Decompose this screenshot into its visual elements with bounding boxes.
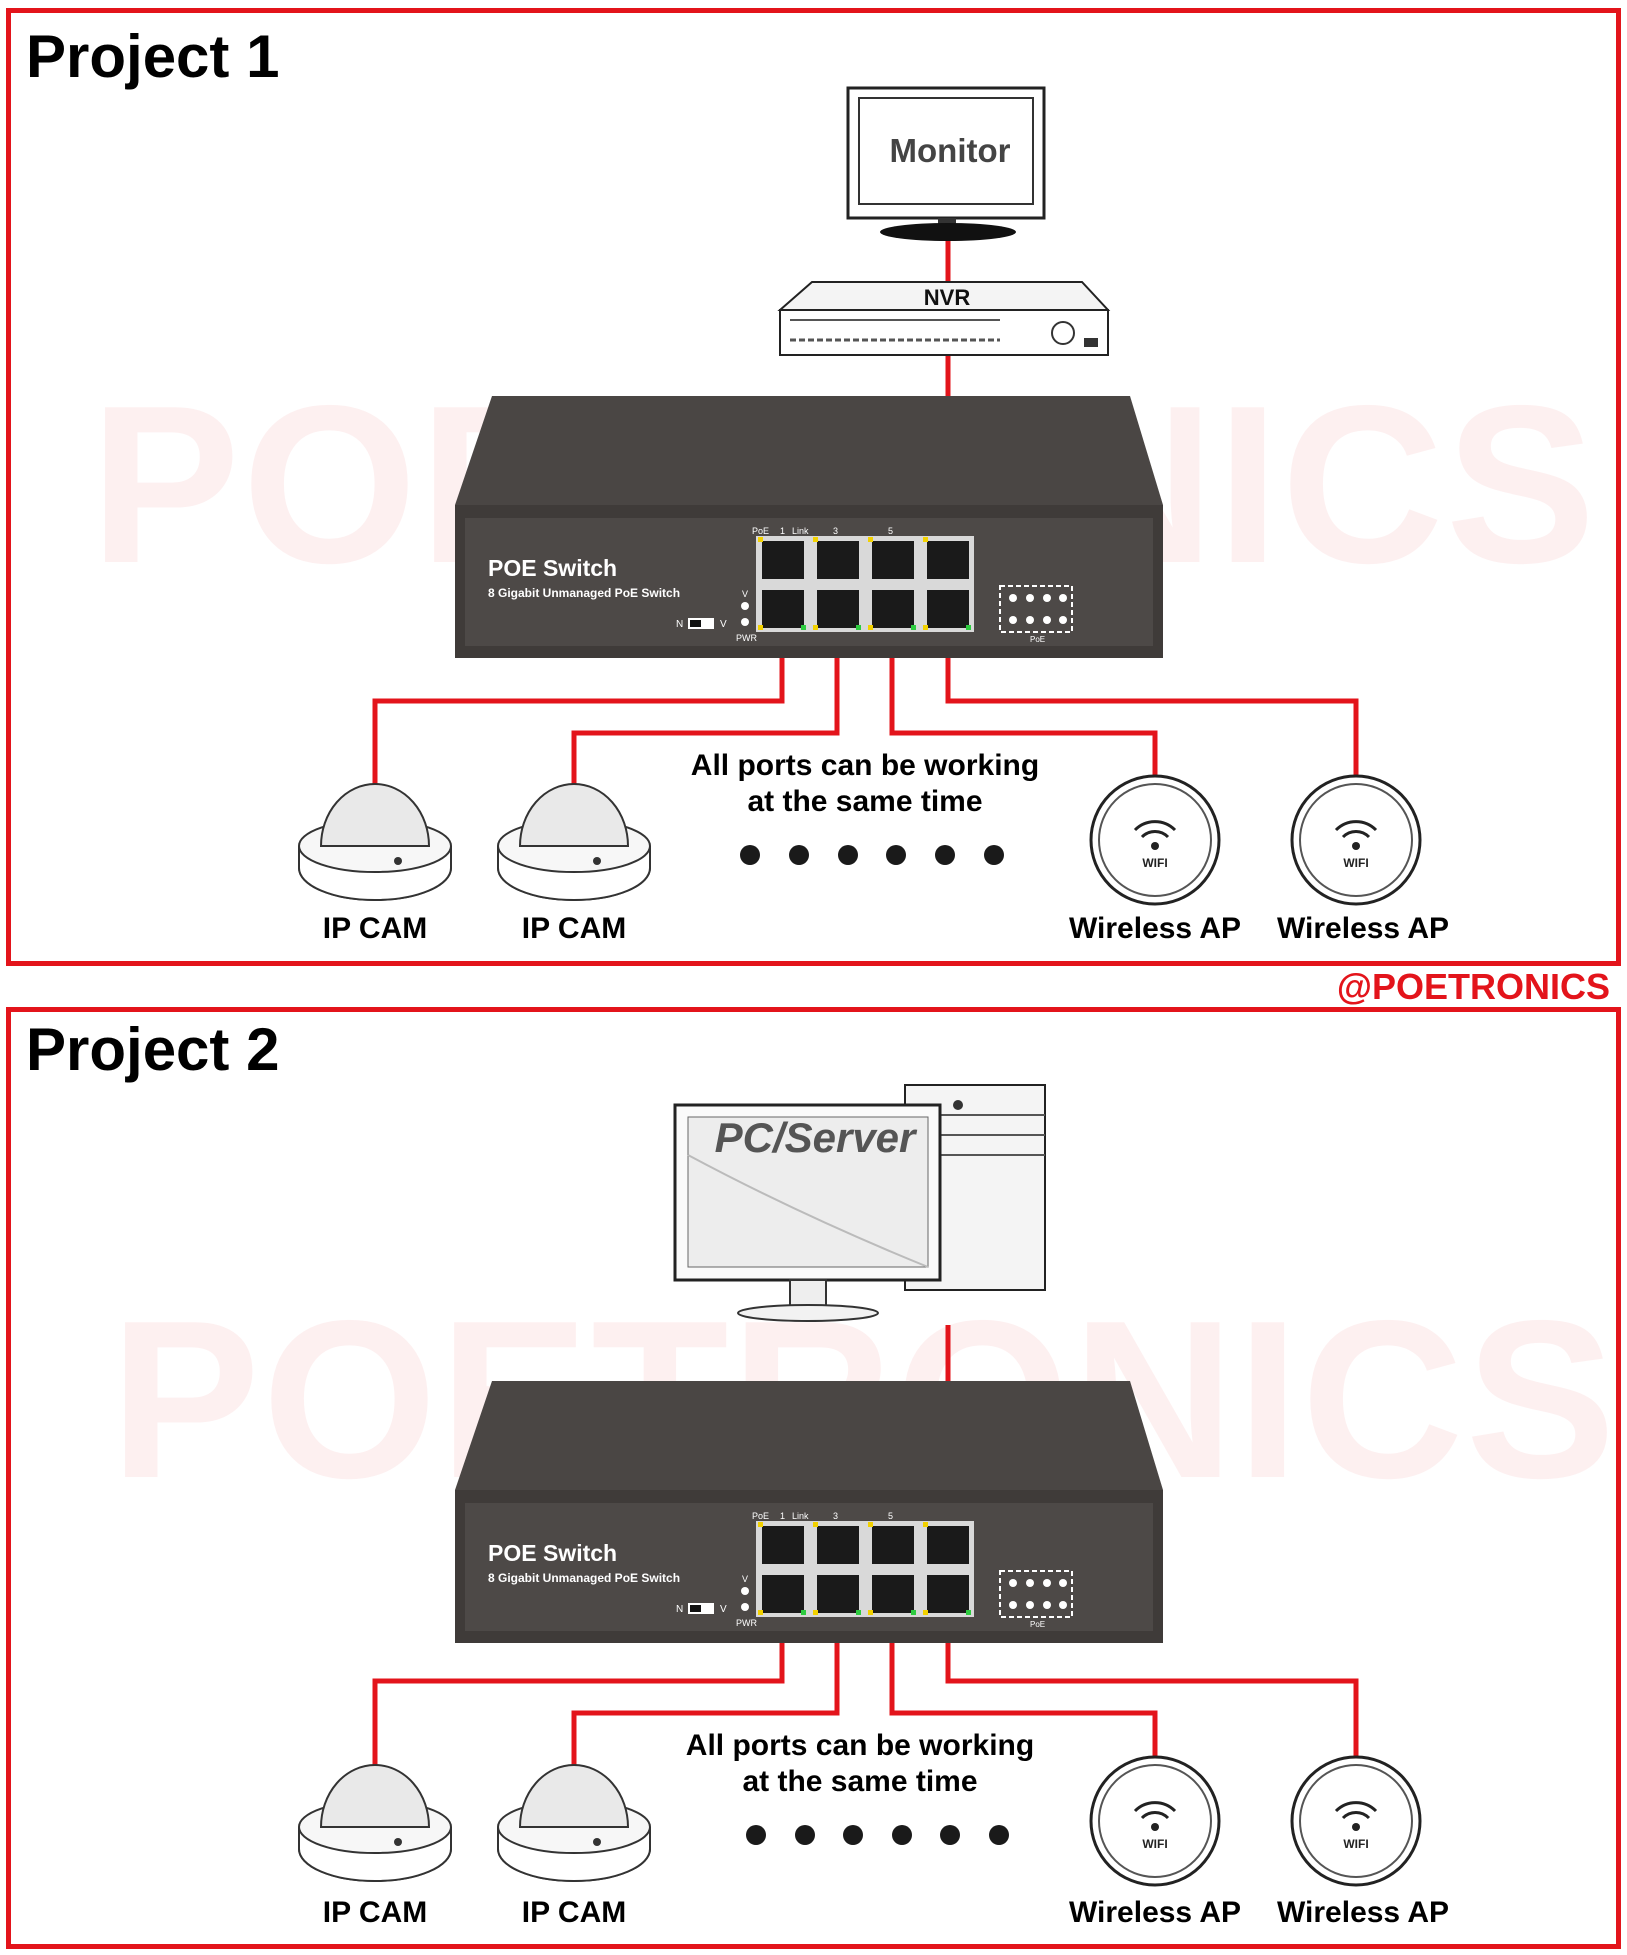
pwr-label: PWR [736, 1618, 757, 1628]
monitor-icon: Monitor [846, 86, 1046, 241]
note-line-1: All ports can be working [685, 1729, 1035, 1762]
note-line-2: at the same time [742, 1765, 978, 1798]
wireless-ap-icon: WIFI [1290, 1755, 1422, 1887]
link-label: Link [792, 1511, 809, 1521]
switch-name: POE Switch [488, 1540, 617, 1566]
project-title: Project 1 [26, 23, 280, 90]
port-block [756, 536, 974, 632]
ip-camera-icon [497, 783, 651, 901]
switch-subtitle: 8 Gigabit Unmanaged PoE Switch [488, 1571, 680, 1585]
ellipsis-dots [740, 845, 1004, 865]
device-label: Wireless AP [1068, 1896, 1242, 1929]
switch-name: POE Switch [488, 555, 617, 581]
note-line-1: All ports can be working [690, 749, 1040, 782]
poe-indicator-block: PoE [999, 1570, 1073, 1629]
v-led-label: V [742, 589, 748, 599]
poe-led-label: PoE [752, 1511, 769, 1521]
wireless-ap-icon: WIFI [1290, 774, 1422, 906]
mode-v-label: V [720, 619, 727, 630]
device-label: IP CAM [322, 1896, 428, 1929]
poe-switch: POE Switch 8 Gigabit Unmanaged PoE Switc… [455, 1381, 1163, 1643]
port-5-label: 5 [888, 1511, 893, 1521]
mode-v-label: V [720, 1604, 727, 1615]
project-2-diagram: PC/Server POE Switch 8 Gigabit Unmanaged… [298, 1084, 1422, 1887]
ip-camera-icon [298, 1764, 452, 1882]
port-5-label: 5 [888, 526, 893, 536]
v-led-label: V [742, 1574, 748, 1584]
poe-led-label: PoE [752, 526, 769, 536]
project-1-frame [6, 8, 1621, 966]
wifi-badge: WIFI [1343, 1837, 1368, 1851]
wifi-badge: WIFI [1142, 1837, 1167, 1851]
device-label: IP CAM [521, 912, 627, 945]
poe-indicator-block: PoE [999, 585, 1073, 644]
pc-server-label: PC/Server [715, 1114, 918, 1161]
project-title: Project 2 [26, 1016, 280, 1083]
wifi-badge: WIFI [1142, 856, 1167, 870]
concurrency-note: All ports can be working at the same tim… [660, 1728, 1060, 1800]
port-1-label: 1 [780, 1511, 785, 1521]
project-1-diagram: Monitor NVR POE Switch 8 Gigabit Unmanag… [298, 86, 1422, 906]
poe-indicator-label: PoE [1030, 635, 1045, 644]
concurrency-note: All ports can be working at the same tim… [665, 748, 1065, 820]
pwr-label: PWR [736, 633, 757, 643]
ip-camera-icon [298, 783, 452, 901]
device-label: Wireless AP [1068, 912, 1242, 945]
port-1-label: 1 [780, 526, 785, 536]
credit-watermark: @POETRONICS [1336, 966, 1610, 1007]
cable-group [372, 222, 1359, 792]
device-label: IP CAM [521, 1896, 627, 1929]
port-block [756, 1521, 974, 1617]
device-label: Wireless AP [1276, 1896, 1450, 1929]
monitor-label: Monitor [890, 132, 1011, 169]
nvr-icon: NVR [777, 281, 1111, 356]
wireless-ap-icon: WIFI [1089, 1755, 1221, 1887]
project-2-frame [6, 1007, 1621, 1949]
mode-n-label: N [676, 1604, 683, 1615]
port-3-label: 3 [833, 1511, 838, 1521]
port-3-label: 3 [833, 526, 838, 536]
device-label: Wireless AP [1276, 912, 1450, 945]
link-label: Link [792, 526, 809, 536]
ellipsis-dots [746, 1825, 1009, 1845]
wireless-ap-icon: WIFI [1089, 774, 1221, 906]
poe-switch: POE Switch 8 Gigabit Unmanaged PoE Switc… [455, 396, 1163, 658]
note-line-2: at the same time [747, 785, 983, 818]
nvr-label: NVR [924, 285, 971, 310]
ip-camera-icon [497, 1764, 651, 1882]
pc-server-icon: PC/Server [673, 1084, 1046, 1322]
device-label: IP CAM [322, 912, 428, 945]
wifi-badge: WIFI [1343, 856, 1368, 870]
poe-indicator-label: PoE [1030, 1620, 1045, 1629]
mode-n-label: N [676, 619, 683, 630]
switch-subtitle: 8 Gigabit Unmanaged PoE Switch [488, 586, 680, 600]
